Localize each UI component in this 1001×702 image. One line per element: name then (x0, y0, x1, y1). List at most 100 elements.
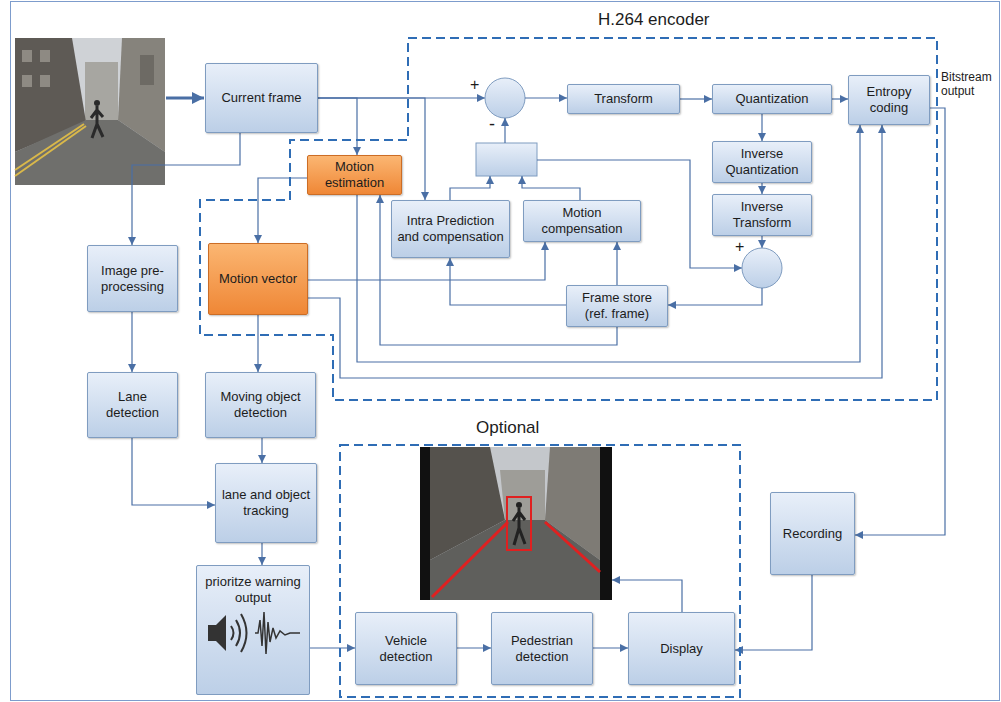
region-heading: H.264 encoder (598, 10, 710, 30)
photo-window (40, 50, 50, 62)
warning-box: prioritze warning output (196, 565, 310, 695)
connector (258, 178, 307, 243)
sound-waves (231, 614, 247, 652)
detected-lane (432, 522, 508, 597)
process-box: Inverse Quantization (712, 141, 812, 183)
signal-line (450, 176, 490, 200)
signal-line (522, 176, 580, 200)
connector (310, 647, 355, 648)
connector (761, 114, 762, 141)
box-text: Inverse Quantization (717, 146, 807, 177)
connector (680, 98, 712, 99)
photo-road (15, 120, 165, 185)
photo-lane-line (15, 124, 84, 170)
box-text: Motion estimation (312, 159, 397, 190)
sign-label: + (470, 76, 479, 94)
connector (131, 312, 132, 372)
connector (593, 647, 628, 648)
process-box: Vehicle detection (355, 612, 457, 685)
connector (132, 438, 215, 505)
photo-sky (430, 447, 600, 600)
speaker-body (208, 625, 216, 641)
photo-road (430, 520, 600, 600)
photo-window (22, 75, 32, 87)
connector (132, 133, 240, 245)
process-box: Entropy coding (848, 75, 930, 125)
connector (457, 647, 491, 648)
sign-label: - (489, 114, 495, 134)
photo-pedestrian (91, 106, 103, 138)
box-text: Current frame (221, 90, 301, 106)
connector (318, 98, 357, 155)
connector (761, 183, 762, 194)
process-box: Recording (770, 492, 855, 575)
photo-building (85, 62, 118, 120)
process-box: Quantization (712, 84, 832, 114)
box-text: Image pre-processing (92, 263, 173, 294)
speaker-cone (216, 615, 226, 651)
photo-sky (15, 38, 165, 185)
box-text: Vehicle detection (360, 633, 452, 664)
selector-box (476, 143, 537, 176)
box-text: Entropy coding (853, 84, 925, 115)
connector (257, 315, 258, 372)
process-box: Display (628, 612, 735, 685)
box-text: Frame store (ref. frame) (571, 290, 663, 321)
box-text: Transform (594, 91, 653, 107)
connector (450, 258, 566, 305)
detection-box (507, 497, 531, 550)
process-box: Image pre-processing (87, 245, 178, 312)
connector (357, 125, 860, 362)
box-text: lane and object tracking (220, 487, 312, 518)
box-text: prioritze warning output (201, 574, 305, 605)
connector (261, 438, 262, 463)
connector (735, 575, 812, 650)
box-text: Intra Prediction and compensation (396, 213, 505, 244)
box-text: Recording (783, 526, 842, 542)
summing-junction (485, 78, 525, 118)
box-text: Inverse Transform (717, 199, 807, 230)
sign-label: + (735, 238, 744, 256)
page-frame (11, 2, 1000, 701)
warning-box-fill (196, 565, 310, 695)
detected-lane (545, 522, 600, 572)
signal-line (504, 118, 505, 143)
box-text: Pedestrian detection (496, 633, 588, 664)
process-box: Intra Prediction and compensation (391, 200, 510, 258)
signal-line (668, 288, 762, 305)
signal-line (612, 580, 682, 612)
process-box: Current frame (205, 63, 318, 133)
box-text: Moving object detection (210, 389, 311, 420)
connector (855, 108, 945, 535)
dashed-border (340, 445, 740, 697)
box-text: Display (660, 641, 703, 657)
process-box: Pedestrian detection (491, 612, 593, 685)
photo-frame (420, 447, 612, 600)
dashed-border (200, 38, 937, 400)
box-text: Motion compensation (528, 205, 636, 236)
dashed-region: OptionalVehicle detectionPedestrian dete… (340, 445, 740, 697)
signal-line (525, 97, 567, 98)
connector (261, 543, 262, 565)
photo-pedestrian (516, 502, 522, 508)
output-label: Bitstream output (941, 70, 999, 98)
street-photo (15, 38, 165, 185)
process-box: Transform (567, 84, 680, 114)
region-heading: Optional (476, 418, 539, 438)
highlight-box: Motion vector (208, 243, 308, 315)
process-box: lane and object tracking (215, 463, 317, 543)
box-text: Motion vector (219, 271, 297, 287)
speaker-icon (208, 614, 247, 652)
process-box: Motion compensation (523, 200, 641, 242)
photo-window (140, 55, 154, 85)
connector (616, 242, 617, 285)
process-box: Frame store (ref. frame) (566, 285, 668, 327)
photo-pedestrian (513, 508, 525, 545)
photo-pedestrian (94, 100, 100, 106)
process-box: Inverse Transform (712, 194, 812, 236)
summing-junction (742, 248, 782, 288)
connector (308, 125, 882, 378)
result-photo (420, 447, 612, 600)
box-text: Lane detection (92, 389, 173, 420)
